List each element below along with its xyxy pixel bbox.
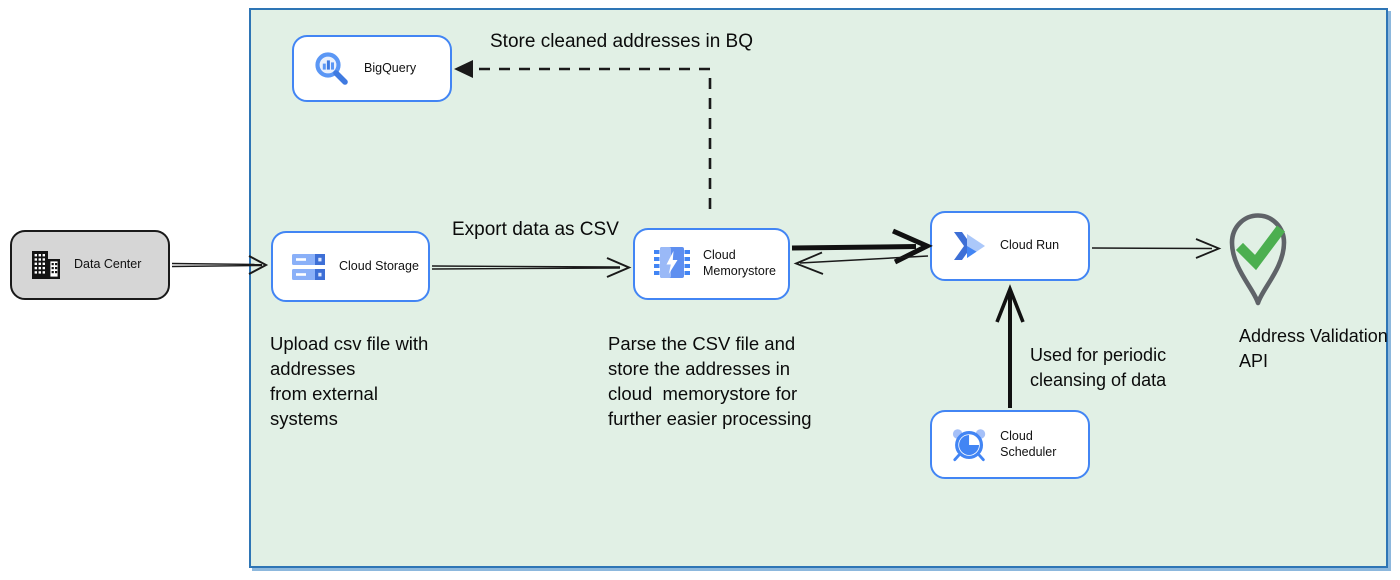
address-validation-pin-icon (1222, 204, 1294, 315)
bigquery-icon (315, 51, 348, 85)
node-label-cloud-run: Cloud Run (1000, 238, 1060, 253)
label-export-data-csv: Export data as CSV (452, 219, 619, 240)
node-cloud-memorystore[interactable]: Cloud Memorystore (633, 228, 790, 300)
checkmark-icon (1235, 225, 1285, 271)
caption-parse-csv: Parse the CSV file and store the address… (608, 333, 812, 429)
cloud-scheduler-icon (952, 429, 986, 462)
cloud-run-icon (954, 232, 985, 260)
map-pin-icon (1229, 213, 1287, 306)
cloud-memorystore-icon (654, 247, 690, 278)
node-data-center[interactable]: Data Center (10, 230, 170, 300)
datacenter-building-icon (32, 251, 60, 279)
node-cloud-storage[interactable]: Cloud Storage (271, 231, 430, 302)
node-label-data-center: Data Center (74, 257, 142, 272)
caption-periodic-cleansing: Used for periodic cleansing of data (1030, 345, 1167, 390)
node-cloud-run[interactable]: Cloud Run (930, 211, 1090, 281)
node-label-cloud-memorystore: Cloud Memorystore (703, 248, 776, 278)
cloud-storage-icon (292, 253, 325, 280)
node-bigquery[interactable]: BigQuery (292, 35, 452, 102)
node-cloud-scheduler[interactable]: Cloud Scheduler (930, 410, 1090, 479)
label-store-cleaned-addresses: Store cleaned addresses in BQ (490, 31, 753, 52)
caption-upload-csv: Upload csv file with addresses from exte… (270, 333, 429, 429)
node-label-cloud-scheduler: Cloud Scheduler (1000, 428, 1057, 459)
label-address-validation-api: Address Validation API (1239, 326, 1388, 371)
node-label-bigquery: BigQuery (364, 60, 417, 75)
node-label-cloud-storage: Cloud Storage (339, 258, 419, 273)
